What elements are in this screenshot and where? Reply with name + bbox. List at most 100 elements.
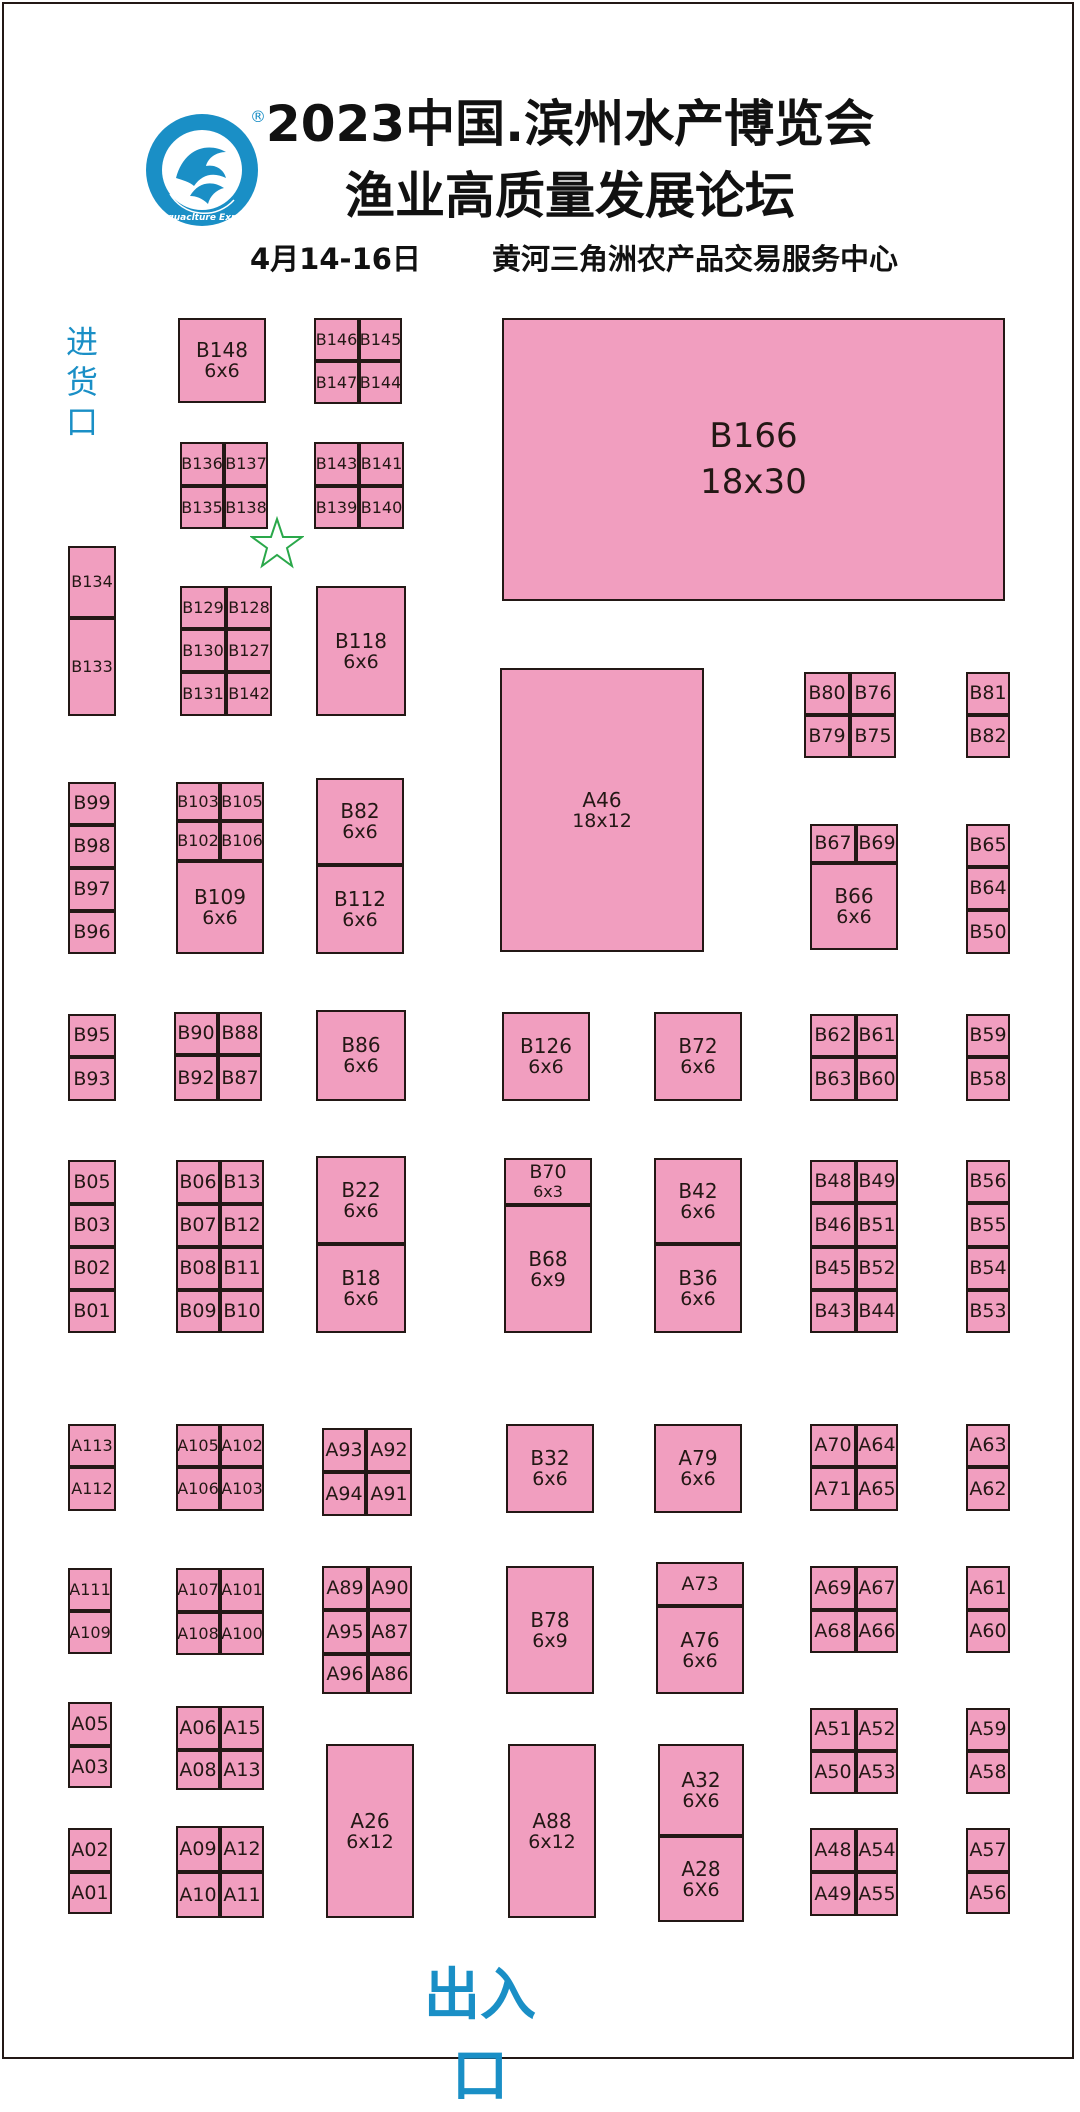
booth-a15[interactable]: A15	[220, 1706, 264, 1750]
booth-a111[interactable]: A111	[68, 1568, 112, 1611]
booth-b142[interactable]: B142	[226, 672, 272, 716]
booth-a09[interactable]: A09	[176, 1826, 220, 1872]
booth-a92[interactable]: A92	[366, 1428, 412, 1472]
booth-b05[interactable]: B05	[68, 1160, 116, 1204]
booth-b46[interactable]: B46	[810, 1203, 856, 1247]
booth-a109[interactable]: A109	[68, 1611, 112, 1654]
booth-b75[interactable]: B75	[850, 715, 896, 758]
booth-b144[interactable]: B144	[359, 361, 402, 404]
booth-b08[interactable]: B08	[176, 1247, 220, 1290]
booth-a107[interactable]: A107	[176, 1568, 220, 1612]
booth-b51[interactable]: B51	[856, 1203, 898, 1247]
booth-a106[interactable]: A106	[176, 1467, 220, 1511]
booth-b03[interactable]: B03	[68, 1204, 116, 1247]
booth-a49[interactable]: A49	[810, 1872, 856, 1916]
booth-b55[interactable]: B55	[966, 1203, 1010, 1247]
booth-b81[interactable]: B81	[966, 672, 1010, 715]
booth-a55[interactable]: A55	[856, 1872, 898, 1916]
booth-a10[interactable]: A10	[176, 1872, 220, 1918]
booth-a87[interactable]: A87	[368, 1610, 412, 1654]
booth-b56[interactable]: B56	[966, 1160, 1010, 1203]
booth-b103[interactable]: B103	[176, 782, 220, 821]
booth-b12[interactable]: B12	[220, 1204, 264, 1247]
booth-a103[interactable]: A103	[220, 1467, 264, 1511]
booth-a05[interactable]: A05	[68, 1702, 112, 1746]
booth-b79[interactable]: B79	[804, 715, 850, 758]
booth-b136[interactable]: B136	[180, 442, 224, 486]
booth-b127[interactable]: B127	[226, 629, 272, 672]
booth-b44[interactable]: B44	[856, 1290, 898, 1333]
booth-b141[interactable]: B141	[359, 442, 404, 486]
booth-b01[interactable]: B01	[68, 1290, 116, 1333]
booth-a62[interactable]: A62	[966, 1467, 1010, 1511]
booth-b82[interactable]: B82	[966, 715, 1010, 758]
booth-a12[interactable]: A12	[220, 1826, 264, 1872]
booth-b02[interactable]: B02	[68, 1247, 116, 1290]
booth-b63[interactable]: B63	[810, 1057, 856, 1101]
booth-b105[interactable]: B105	[220, 782, 264, 821]
booth-b98[interactable]: B98	[68, 825, 116, 868]
booth-a51[interactable]: A51	[810, 1708, 856, 1751]
booth-a67[interactable]: A67	[856, 1566, 898, 1610]
booth-a59[interactable]: A59	[966, 1708, 1010, 1751]
booth-b139[interactable]: B139	[314, 486, 359, 529]
booth-b50[interactable]: B50	[966, 910, 1010, 954]
booth-a90[interactable]: A90	[368, 1566, 412, 1610]
booth-a50[interactable]: A50	[810, 1751, 856, 1794]
booth-a08[interactable]: A08	[176, 1750, 220, 1790]
booth-a73[interactable]: A73	[656, 1562, 744, 1606]
booth-b13[interactable]: B13	[220, 1160, 264, 1204]
booth-b58[interactable]: B58	[966, 1057, 1010, 1101]
booth-a65[interactable]: A65	[856, 1467, 898, 1511]
booth-b97[interactable]: B97	[68, 868, 116, 911]
booth-b09[interactable]: B09	[176, 1290, 220, 1333]
booth-b130[interactable]: B130	[180, 629, 226, 672]
booth-b11[interactable]: B11	[220, 1247, 264, 1290]
booth-b88[interactable]: B88	[218, 1012, 262, 1055]
booth-b80[interactable]: B80	[804, 672, 850, 715]
booth-b138[interactable]: B138	[224, 486, 268, 529]
booth-a57[interactable]: A57	[966, 1828, 1010, 1872]
booth-b95[interactable]: B95	[68, 1014, 116, 1057]
booth-a64[interactable]: A64	[856, 1424, 898, 1467]
booth-a93[interactable]: A93	[322, 1428, 366, 1472]
booth-a108[interactable]: A108	[176, 1612, 220, 1655]
booth-a58[interactable]: A58	[966, 1751, 1010, 1794]
booth-b96[interactable]: B96	[68, 911, 116, 954]
booth-b143[interactable]: B143	[314, 442, 359, 486]
booth-b87[interactable]: B87	[218, 1055, 262, 1101]
booth-a61[interactable]: A61	[966, 1566, 1010, 1610]
booth-b102[interactable]: B102	[176, 821, 220, 861]
booth-b137[interactable]: B137	[224, 442, 268, 486]
booth-b45[interactable]: B45	[810, 1247, 856, 1290]
booth-a01[interactable]: A01	[68, 1872, 112, 1914]
booth-a70[interactable]: A70	[810, 1424, 856, 1467]
booth-a94[interactable]: A94	[322, 1472, 366, 1516]
booth-b92[interactable]: B92	[174, 1055, 218, 1101]
booth-a56[interactable]: A56	[966, 1872, 1010, 1914]
booth-b65[interactable]: B65	[966, 824, 1010, 867]
booth-a02[interactable]: A02	[68, 1828, 112, 1872]
booth-a53[interactable]: A53	[856, 1751, 898, 1794]
booth-a52[interactable]: A52	[856, 1708, 898, 1751]
booth-a48[interactable]: A48	[810, 1828, 856, 1872]
booth-b60[interactable]: B60	[856, 1057, 898, 1101]
booth-a105[interactable]: A105	[176, 1424, 220, 1467]
booth-a101[interactable]: A101	[220, 1568, 264, 1612]
booth-b147[interactable]: B147	[314, 361, 359, 404]
